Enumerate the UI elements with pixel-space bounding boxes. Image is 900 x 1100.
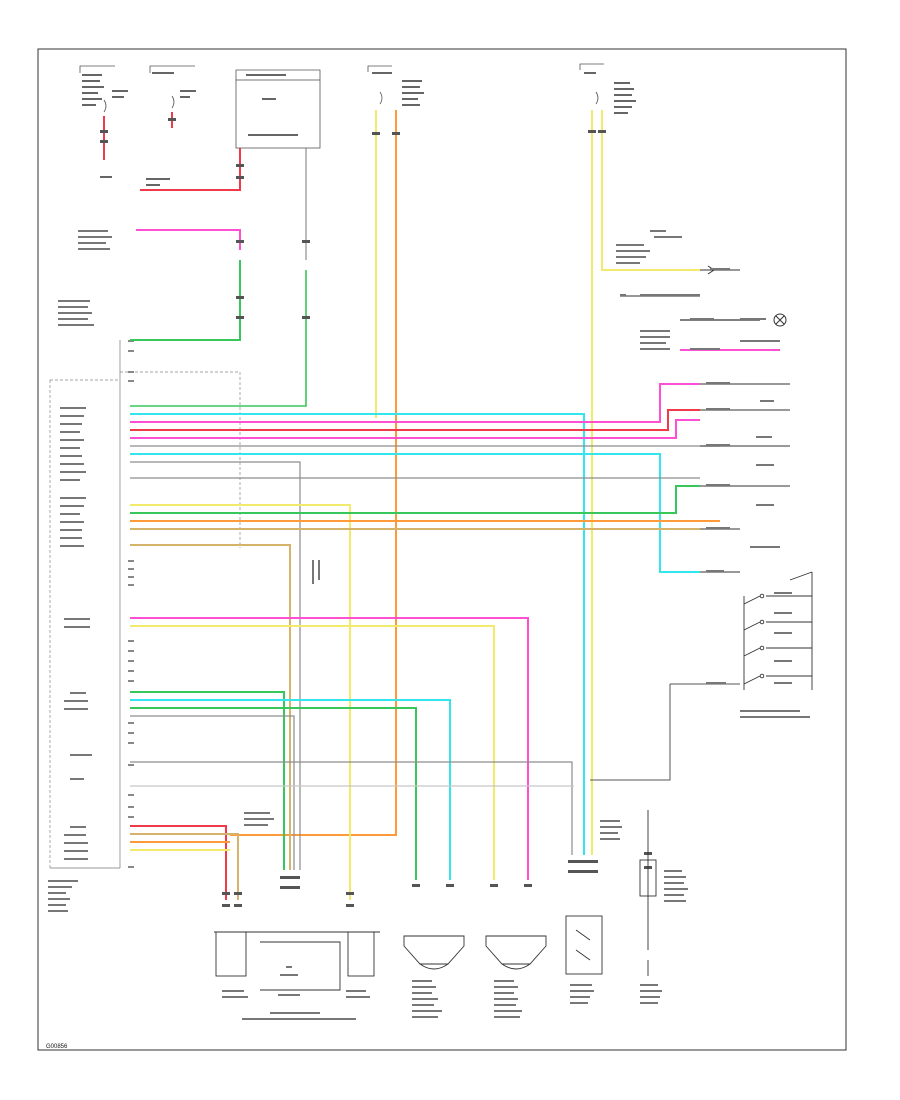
diagram-border: [37, 48, 847, 1051]
module-boundary: [49, 371, 241, 868]
wire-black-switch: [590, 683, 740, 781]
wire-green-h10: [130, 485, 700, 514]
wire-cyan-lower: [130, 699, 451, 880]
wire-gray-lower3: [130, 761, 573, 855]
wire-pink-upper: [136, 229, 241, 250]
wire-tan-bottom: [130, 833, 239, 900]
top-fuse-blocks: [79, 63, 604, 149]
wire-pink-h2: [130, 383, 700, 423]
right-label-marks: [616, 230, 810, 718]
module-solid-boundary: [50, 340, 121, 869]
connector-marks: [100, 118, 652, 907]
wire-pink-h4: [130, 419, 700, 439]
wire-cyan-h1: [130, 413, 585, 855]
wire-green-lower2: [130, 707, 417, 880]
wire-red-h3: [130, 409, 700, 431]
wire-green-ip: [130, 270, 307, 407]
wires: [103, 110, 780, 900]
wire-orange-vertical: [230, 110, 397, 836]
wire-gray-lower: [130, 715, 295, 870]
wire-green-lower: [130, 691, 285, 870]
pin-number-marks: [128, 340, 134, 868]
bottom-label-marks: [222, 560, 688, 1020]
wire-red-bottom: [130, 825, 227, 900]
top-label-marks: [82, 72, 636, 186]
wire-yellow-h9: [130, 504, 351, 900]
wire-yellow-sensor: [130, 625, 495, 880]
wire-green-upper: [130, 260, 241, 341]
wire-red-branch: [140, 148, 241, 191]
module-pin-labels: [48, 230, 112, 912]
right-indicators: [620, 265, 790, 573]
bottom-components: [214, 810, 657, 991]
transfer-case-switch: [743, 571, 813, 690]
wire-gray-h7: [130, 461, 301, 870]
figure-code: G00856: [46, 1044, 68, 1050]
wire-pink-sensor: [130, 617, 529, 880]
wire-yellow-right-vertical: [601, 110, 700, 271]
